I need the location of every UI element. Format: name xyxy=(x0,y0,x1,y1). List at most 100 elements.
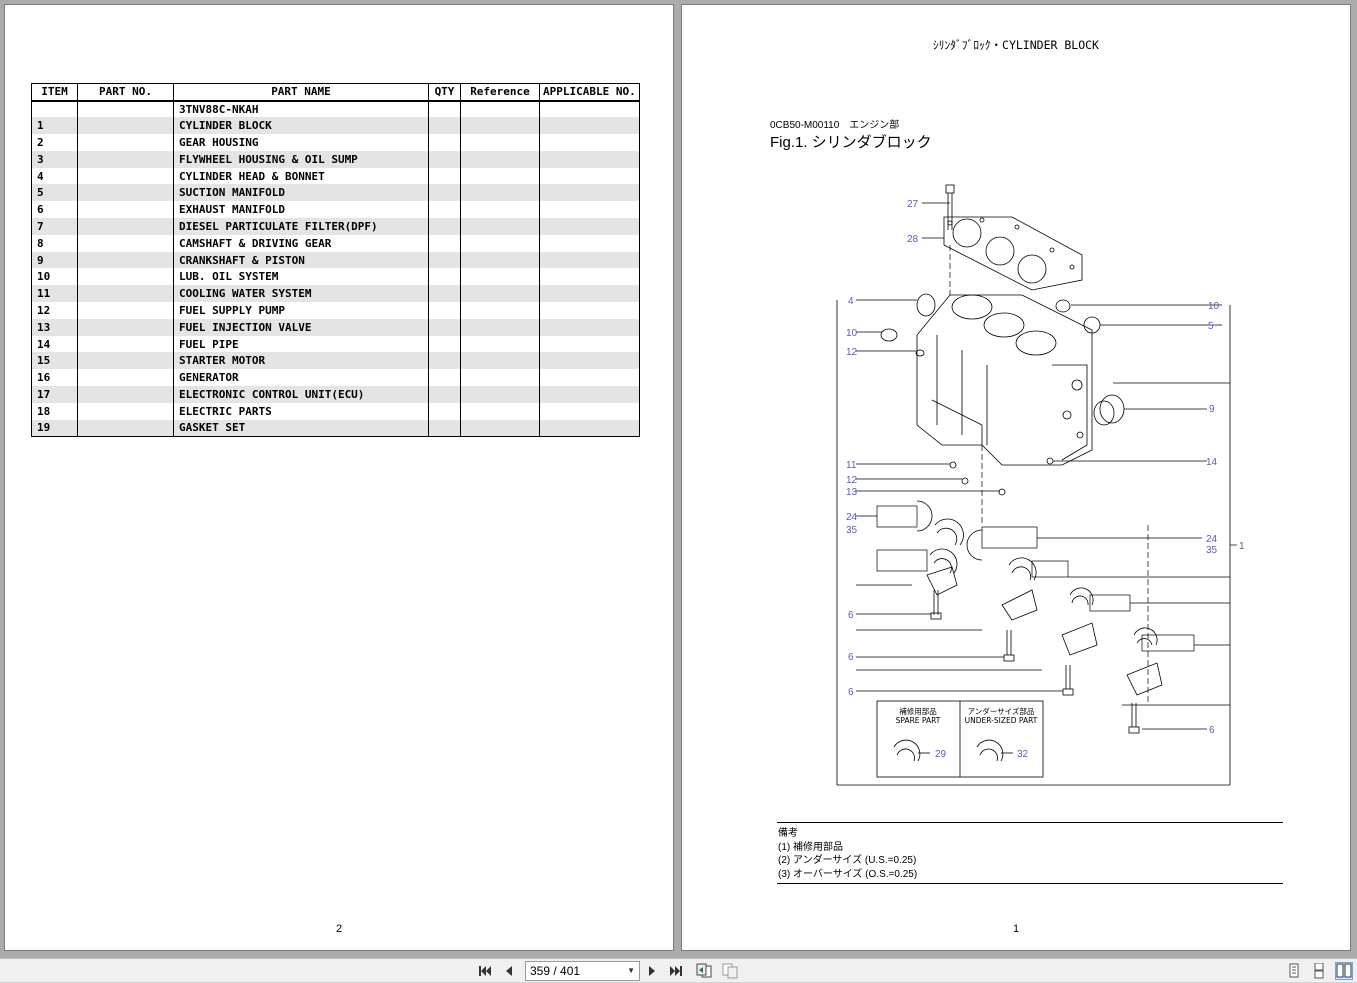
cell-item: 9 xyxy=(31,251,78,269)
table-row: 18 ELECTRIC PARTS xyxy=(31,402,640,420)
last-page-icon[interactable] xyxy=(667,962,685,980)
plug-part xyxy=(1055,299,1071,313)
plug-part xyxy=(915,349,925,357)
callout-12: 12 xyxy=(846,347,858,358)
header-applicable-no: APPLICABLE NO. xyxy=(539,83,640,102)
callout-6: 6 xyxy=(848,687,854,698)
previous-page-icon[interactable] xyxy=(500,962,518,980)
figure-code: 0CB50-M00110 エンジン部 xyxy=(770,120,900,131)
chevron-down-icon[interactable]: ▼ xyxy=(627,966,635,975)
cell-part-no xyxy=(77,218,174,235)
plug-part xyxy=(961,477,969,485)
cell-name: EXHAUST MANIFOLD xyxy=(173,201,429,219)
cell-part-no xyxy=(77,386,174,403)
cell-app xyxy=(539,134,640,151)
cell-part-no xyxy=(77,150,174,168)
cell-name: FUEL SUPPLY PUMP xyxy=(173,302,429,319)
cell-app xyxy=(539,201,640,219)
next-view-icon[interactable] xyxy=(721,962,739,980)
cell-app xyxy=(539,150,640,168)
cell-item: 2 xyxy=(31,134,78,151)
cell-name: FLYWHEEL HOUSING & OIL SUMP xyxy=(173,150,429,168)
plug-part xyxy=(916,293,936,317)
cell-name: GASKET SET xyxy=(173,419,429,437)
cell-item: 8 xyxy=(31,234,78,252)
cell-ref xyxy=(460,268,540,286)
cell-ref xyxy=(460,402,540,420)
cell-item: 15 xyxy=(31,352,78,370)
cell-item: 18 xyxy=(31,402,78,420)
cell-ref xyxy=(460,167,540,185)
cell-name: GENERATOR xyxy=(173,369,429,387)
cell-qty xyxy=(428,184,461,202)
cell-app xyxy=(539,100,640,118)
cell-ref xyxy=(460,302,540,319)
page-number: 1 xyxy=(1012,923,1020,935)
cell-ref xyxy=(460,369,540,387)
cell-part-no xyxy=(77,117,174,135)
cell-ref xyxy=(460,234,540,252)
previous-view-icon[interactable] xyxy=(695,962,713,980)
plug-part xyxy=(880,328,898,342)
cell-app xyxy=(539,419,640,437)
cell-item: 19 xyxy=(31,419,78,437)
inset-under-en: UNDER-SIZED PART xyxy=(965,716,1038,725)
cell-item: 1 xyxy=(31,117,78,135)
callout-29: 29 xyxy=(935,749,947,760)
table-header-row: ITEM PART NO. PART NAME QTY Reference AP… xyxy=(31,83,640,102)
page-indicator: 359 / 401 xyxy=(530,964,581,978)
cell-app xyxy=(539,302,640,319)
next-page-icon[interactable] xyxy=(643,962,661,980)
table-row: 8 CAMSHAFT & DRIVING GEAR xyxy=(31,234,640,252)
cell-ref xyxy=(460,419,540,437)
page-number-field[interactable]: 359 / 401 ▼ xyxy=(525,961,640,981)
cell-name: ELECTRONIC CONTROL UNIT(ECU) xyxy=(173,386,429,403)
cell-item xyxy=(31,100,78,118)
cell-name: GEAR HOUSING xyxy=(173,134,429,151)
notes-title: 備考 xyxy=(778,828,798,839)
cell-ref xyxy=(460,285,540,303)
table-row: 2 GEAR HOUSING xyxy=(31,134,640,151)
callout-24: 24 xyxy=(846,512,858,523)
continuous-icon[interactable] xyxy=(1310,962,1328,980)
single-page-icon[interactable] xyxy=(1285,962,1303,980)
cell-name: COOLING WATER SYSTEM xyxy=(173,285,429,303)
cell-name: CYLINDER BLOCK xyxy=(173,117,429,135)
pdf-page-left: ITEM PART NO. PART NAME QTY Reference AP… xyxy=(4,4,674,951)
cell-qty xyxy=(428,117,461,135)
cell-part-no xyxy=(77,167,174,185)
cell-qty xyxy=(428,285,461,303)
cell-app xyxy=(539,268,640,286)
header-reference: Reference xyxy=(460,83,540,102)
header-part-no: PART NO. xyxy=(77,83,174,102)
cell-name: ELECTRIC PARTS xyxy=(173,402,429,420)
cell-qty xyxy=(428,134,461,151)
inset-spare-en: SPARE PART xyxy=(896,716,941,725)
document-viewer[interactable]: ITEM PART NO. PART NAME QTY Reference AP… xyxy=(0,0,1357,958)
cell-qty xyxy=(428,100,461,118)
plug-part xyxy=(949,461,957,469)
cell-ref xyxy=(460,100,540,118)
facing-pages-icon[interactable] xyxy=(1335,962,1353,980)
cell-part-no xyxy=(77,201,174,219)
cell-qty xyxy=(428,402,461,420)
cell-qty xyxy=(428,419,461,437)
cell-part-no xyxy=(77,100,174,118)
cell-part-no xyxy=(77,184,174,202)
cell-name: DIESEL PARTICULATE FILTER(DPF) xyxy=(173,218,429,235)
cell-app xyxy=(539,352,640,370)
callout-35: 35 xyxy=(846,525,858,536)
cell-qty xyxy=(428,302,461,319)
cell-app xyxy=(539,318,640,336)
table-row: 1 CYLINDER BLOCK xyxy=(31,117,640,135)
cell-ref xyxy=(460,150,540,168)
cell-name: CYLINDER HEAD & BONNET xyxy=(173,167,429,185)
cell-part-no xyxy=(77,352,174,370)
first-page-icon[interactable] xyxy=(476,962,494,980)
cell-name: CAMSHAFT & DRIVING GEAR xyxy=(173,234,429,252)
cell-name: CRANKSHAFT & PISTON xyxy=(173,251,429,269)
